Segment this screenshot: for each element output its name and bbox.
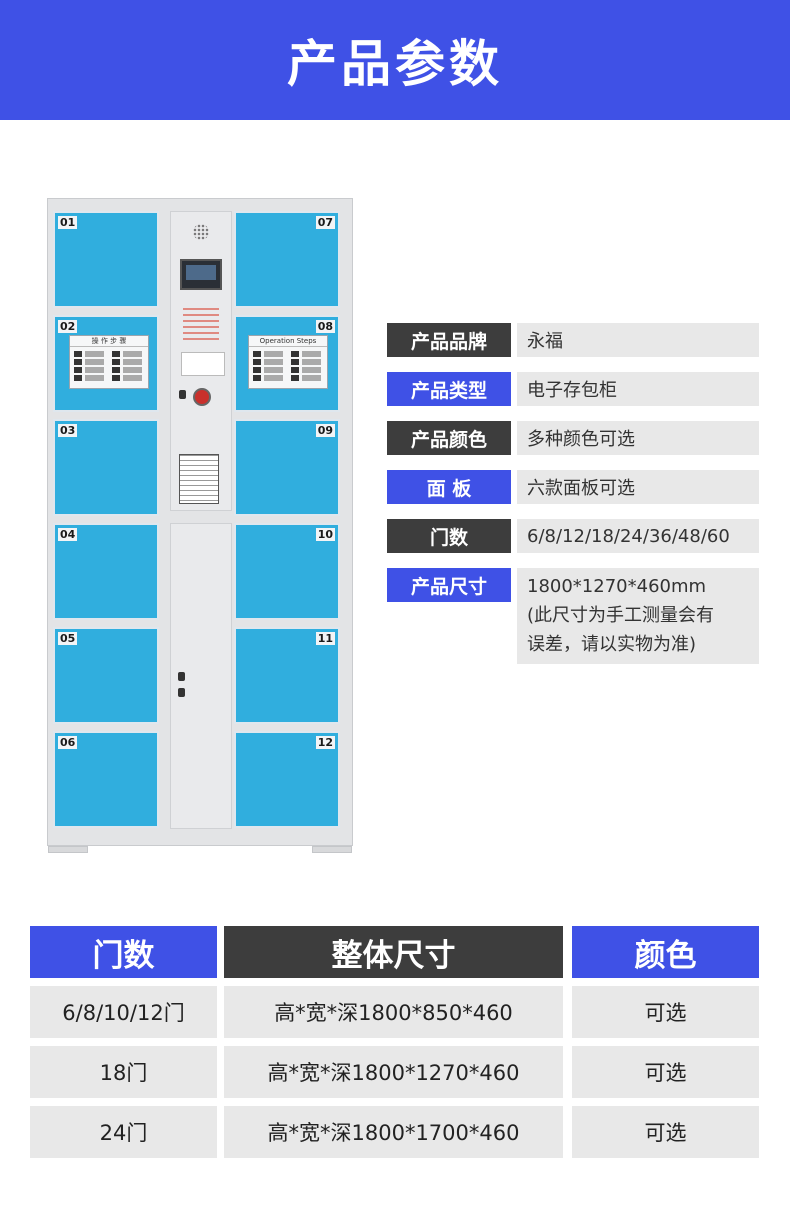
door-number: 01 — [58, 216, 78, 229]
table-cell: 可选 — [572, 1106, 759, 1158]
table-cell: 24门 — [30, 1106, 217, 1158]
locker-door: 08 Operation Steps — [234, 315, 340, 412]
spec-value-color: 多种颜色可选 — [517, 421, 759, 455]
table-header-size: 整体尺寸 — [224, 926, 563, 978]
locker-image: 01 02 操 作 步 骤 03 04 05 06 07 08 Operatio… — [47, 198, 353, 846]
table-cell: 高*宽*深1800*1270*460 — [224, 1046, 563, 1098]
locker-door: 01 — [53, 211, 159, 308]
keyhole-icon — [178, 688, 185, 697]
red-button-icon — [193, 388, 211, 406]
door-number: 03 — [58, 424, 78, 437]
door-number: 07 — [315, 216, 335, 229]
locker-door: 11 — [234, 627, 340, 724]
cabinet-door — [170, 523, 232, 829]
table-header-doors: 门数 — [30, 926, 217, 978]
table-header-color: 颜色 — [572, 926, 759, 978]
spec-value-size: 1800*1270*460mm (此尺寸为手工测量会有 误差，请以实物为准) — [517, 568, 759, 664]
door-number: 10 — [315, 528, 335, 541]
table-cell: 18门 — [30, 1046, 217, 1098]
locker-door: 10 — [234, 523, 340, 620]
spec-label-type: 产品类型 — [387, 372, 511, 406]
door-number: 09 — [315, 424, 335, 437]
page-title: 产品参数 — [0, 0, 790, 120]
table-cell: 高*宽*深1800*1700*460 — [224, 1106, 563, 1158]
door-number: 12 — [315, 736, 335, 749]
table-cell: 6/8/10/12门 — [30, 986, 217, 1038]
spec-label-doors: 门数 — [387, 519, 511, 553]
locker-door: 09 — [234, 419, 340, 516]
locker-door: 03 — [53, 419, 159, 516]
size-note-line1: (此尺寸为手工测量会有 — [527, 605, 715, 626]
spec-label-color: 产品颜色 — [387, 421, 511, 455]
door-number: 06 — [58, 736, 78, 749]
spec-value-type: 电子存包柜 — [517, 372, 759, 406]
size-value: 1800*1270*460mm — [527, 576, 707, 597]
spec-value-doors: 6/8/12/18/24/36/48/60 — [517, 519, 759, 553]
spec-label-panel: 面 板 — [387, 470, 511, 504]
locker-door: 12 — [234, 731, 340, 828]
spec-label-brand: 产品品牌 — [387, 323, 511, 357]
locker-door: 06 — [53, 731, 159, 828]
spec-label-size: 产品尺寸 — [387, 568, 511, 602]
locker-foot — [312, 846, 352, 853]
table-cell: 可选 — [572, 986, 759, 1038]
speaker-icon — [193, 224, 209, 240]
locker-door: 05 — [53, 627, 159, 724]
keypad — [183, 308, 219, 344]
control-column — [170, 211, 232, 511]
table-cell: 高*宽*深1800*850*460 — [224, 986, 563, 1038]
size-note-line2: 误差，请以实物为准) — [527, 634, 697, 655]
warning-label — [179, 454, 219, 504]
locker-door: 07 — [234, 211, 340, 308]
table-cell: 可选 — [572, 1046, 759, 1098]
door-number: 05 — [58, 632, 78, 645]
door-number: 08 — [315, 320, 335, 333]
sticker-label — [181, 352, 225, 376]
locker-door: 04 — [53, 523, 159, 620]
keyhole-icon — [178, 672, 185, 681]
instruction-panel: 操 作 步 骤 — [69, 335, 149, 389]
keyhole-icon — [179, 390, 186, 399]
locker-foot — [48, 846, 88, 853]
instruction-panel: Operation Steps — [248, 335, 328, 389]
door-number: 11 — [315, 632, 335, 645]
panel-title: 操 作 步 骤 — [70, 336, 148, 347]
locker-door: 02 操 作 步 骤 — [53, 315, 159, 412]
door-number: 04 — [58, 528, 78, 541]
panel-title: Operation Steps — [249, 336, 327, 347]
spec-value-panel: 六款面板可选 — [517, 470, 759, 504]
display-screen — [180, 259, 222, 290]
door-number: 02 — [58, 320, 78, 333]
spec-value-brand: 永福 — [517, 323, 759, 357]
